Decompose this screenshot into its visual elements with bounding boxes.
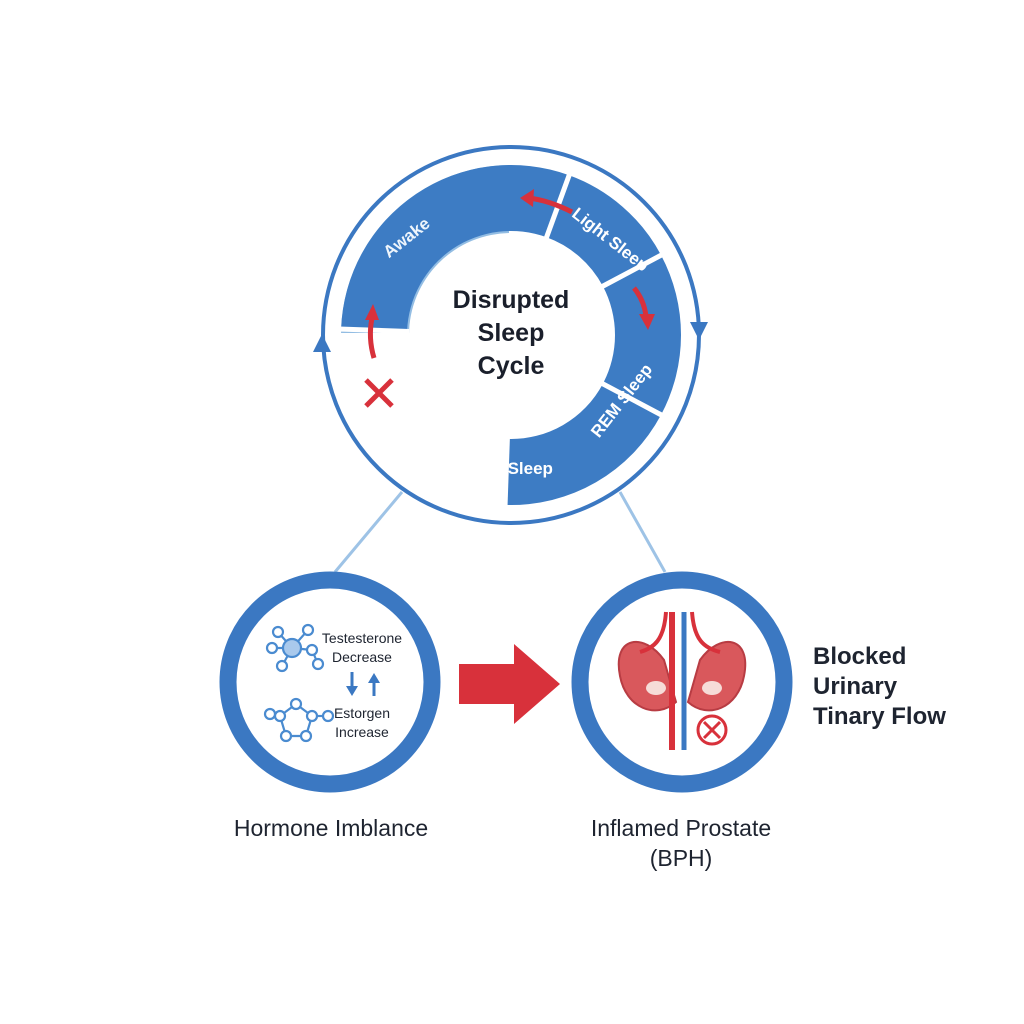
testosterone-label-line-2: Decrease [332, 649, 392, 665]
estrogen-molecule-icon [263, 697, 335, 743]
outcome-line-2: Urinary [813, 673, 898, 700]
segment-rem-sleep-bottom [602, 255, 681, 415]
prostate-caption-line-1: Inflamed Prostate [591, 815, 771, 841]
segment-rem-sleep-right [546, 175, 662, 287]
estrogen-label-line-2: Increase [335, 724, 389, 740]
outcome-line-3: Tinary Flow [813, 703, 946, 730]
segment-separator [502, 436, 510, 507]
hormone-caption: Hormone Imblance [234, 815, 428, 841]
disruption-arrow-right-icon [632, 286, 655, 330]
deep-sleep-blocked-x-icon [364, 378, 394, 408]
cycle-title-line-2: Sleep [478, 319, 545, 347]
disruption-arrow-left-icon [365, 304, 379, 359]
connector-line-right [618, 491, 667, 573]
cycle-arrowhead-right-icon [690, 322, 708, 340]
cycle-title-line-1: Disrupted [453, 286, 570, 314]
segment-deep-sleep [505, 383, 662, 505]
segment-separator [599, 252, 665, 290]
segment-separator [599, 380, 665, 418]
cycle-arrowhead-left-icon [313, 334, 331, 352]
prostate-caption-line-2: (BPH) [650, 845, 713, 871]
blocked-x-icon [696, 714, 728, 746]
prostate-organ-icon [617, 611, 747, 750]
swap-arrows-icon [346, 672, 380, 696]
disruption-arrow-top-icon [520, 189, 574, 215]
cycle-center-disc [409, 233, 613, 437]
molecule-icon [265, 623, 325, 673]
segment-separator [339, 326, 410, 334]
cycle-title-line-3: Cycle [478, 352, 545, 380]
segment-light-sleep [341, 165, 570, 332]
estrogen-label-line-1: Estorgen [334, 705, 390, 721]
testosterone-label-line-1: Testesterone [322, 630, 402, 646]
outcome-line-1: Blocked [813, 643, 906, 670]
cause-arrow-icon [459, 644, 560, 724]
segment-label-rem-sleep-bottom: REM Sleep [465, 459, 553, 478]
hormone-circle [219, 571, 441, 793]
connector-line-left [333, 491, 404, 573]
